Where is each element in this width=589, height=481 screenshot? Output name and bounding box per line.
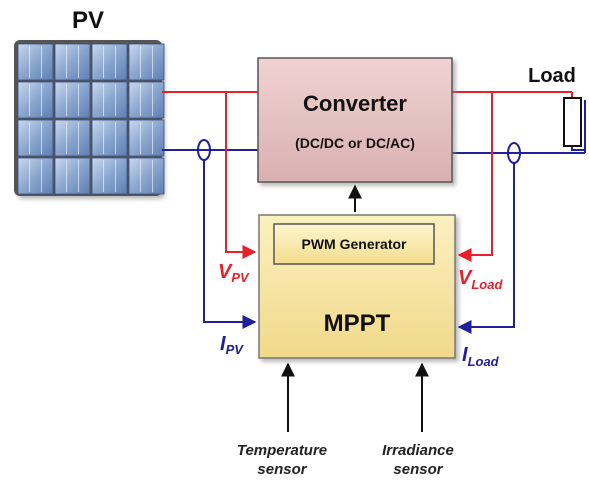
- v-pv-main: V: [218, 261, 233, 283]
- i-pv-sub: PV: [226, 342, 245, 357]
- i-load-main: I: [462, 344, 468, 366]
- load-resistor: [563, 97, 582, 147]
- i-load-sub: Load: [468, 354, 500, 369]
- pv-cell: [17, 43, 54, 81]
- pv-cell: [17, 119, 54, 157]
- pv-cell: [91, 43, 128, 81]
- pv-cell: [128, 81, 165, 119]
- pv-label: PV: [72, 7, 104, 34]
- pv-cell: [128, 119, 165, 157]
- v-pv-sense-wire: [225, 92, 257, 259]
- v-pv-sub: PV: [231, 270, 250, 285]
- pv-cell: [128, 43, 165, 81]
- pv-cells: [17, 43, 165, 195]
- temperature-sensor-line1: Temperature: [237, 442, 327, 459]
- irradiance-sensor-line1: Irradiance: [382, 442, 454, 459]
- pv-cell: [17, 81, 54, 119]
- v-load-label: VLoad: [458, 267, 503, 292]
- irradiance-sensor-line2: sensor: [393, 461, 443, 478]
- pv-cell: [91, 119, 128, 157]
- i-pv-label: IPV: [220, 333, 244, 357]
- temperature-sensor-line2: sensor: [257, 461, 307, 478]
- i-pv-main: I: [220, 333, 226, 355]
- v-load-sense-wire: [457, 92, 493, 262]
- pv-cell: [128, 157, 165, 195]
- pv-cell: [54, 43, 91, 81]
- v-load-sub: Load: [471, 277, 503, 292]
- pwm-generator-block: PWM Generator: [273, 223, 435, 265]
- pv-cell: [54, 119, 91, 157]
- pv-cell: [54, 157, 91, 195]
- pwm-generator-label: PWM Generator: [301, 236, 407, 252]
- load-bottom-lead: [571, 146, 585, 151]
- pv-panel: [14, 40, 165, 196]
- i-load-sense-wire: [457, 163, 515, 334]
- converter-title: Converter: [303, 91, 407, 116]
- load-label: Load: [528, 65, 576, 87]
- converter-subtitle: (DC/DC or DC/AC): [295, 135, 415, 151]
- mppt-block: PWM Generator MPPT: [258, 214, 456, 359]
- i-pv-sense-wire: [203, 160, 257, 329]
- pv-cell: [17, 157, 54, 195]
- i-load-label: ILoad: [462, 344, 500, 369]
- v-pv-label: VPV: [218, 261, 250, 285]
- pv-cell: [91, 81, 128, 119]
- v-load-main: V: [458, 267, 473, 289]
- converter-block: Converter (DC/DC or DC/AC): [257, 57, 453, 183]
- mppt-label: MPPT: [324, 310, 391, 337]
- pv-cell: [91, 157, 128, 195]
- pv-cell: [54, 81, 91, 119]
